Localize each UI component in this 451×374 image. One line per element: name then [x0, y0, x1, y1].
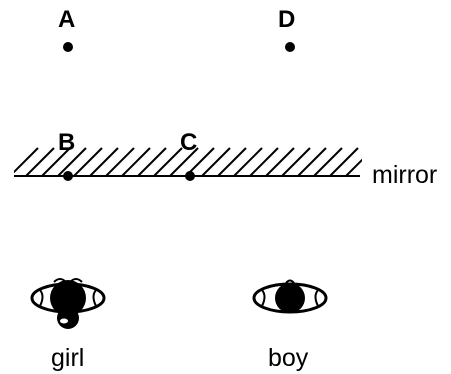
- point-b: [63, 171, 73, 181]
- point-c-label: C: [180, 129, 197, 156]
- point-a-label: A: [58, 6, 75, 33]
- boy-head: [275, 283, 305, 313]
- mirror-label: mirror: [372, 161, 437, 189]
- mirror-hatching: [14, 147, 362, 176]
- girl-label: girl: [51, 344, 84, 372]
- girl-head: [50, 280, 86, 316]
- boy-figure: [252, 279, 328, 314]
- point-d: [285, 42, 295, 52]
- boy-label: boy: [268, 344, 309, 372]
- point-c: [185, 171, 195, 181]
- girl-figure: [30, 278, 106, 329]
- point-a: [63, 42, 73, 52]
- point-b-label: B: [58, 129, 75, 156]
- girl-hair-bun: [57, 307, 79, 329]
- point-d-label: D: [278, 6, 295, 33]
